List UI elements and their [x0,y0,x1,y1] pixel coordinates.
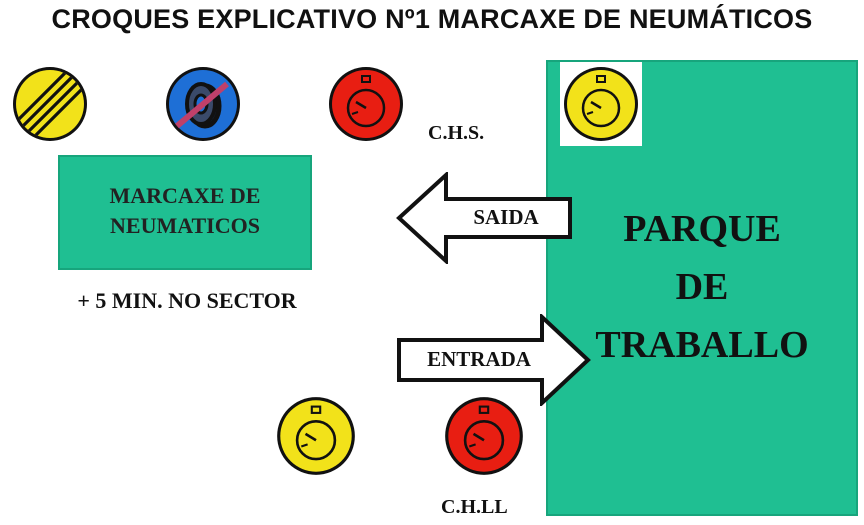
tyre-sign-icon [163,64,243,144]
entrada-arrow [396,312,592,411]
page-title: CROQUES EXPLICATIVO Nº1 MARCAXE DE NEUMÁ… [51,4,813,34]
red-stopwatch-sign-icon [442,394,526,478]
saida-arrow [396,170,576,269]
chs-label: C.H.S. [428,122,485,144]
end-of-restriction-sign-icon [10,64,90,144]
marcaxe-label: MARCAXE DE NEUMATICOS [109,183,261,238]
yellow-stopwatch-sign-icon [561,64,641,144]
chll-label: C.H.LL [441,496,508,518]
saida-label: SAIDA [473,205,539,229]
yellow-stopwatch-sign-icon [274,394,358,478]
sector-time-note: + 5 MIN. NO SECTOR [77,288,297,313]
red-stopwatch-sign-icon [326,64,406,144]
marcaxe-box [58,155,312,270]
parque-label: PARQUE DE TRABALLO [595,208,809,366]
entrada-label: ENTRADA [427,347,531,371]
